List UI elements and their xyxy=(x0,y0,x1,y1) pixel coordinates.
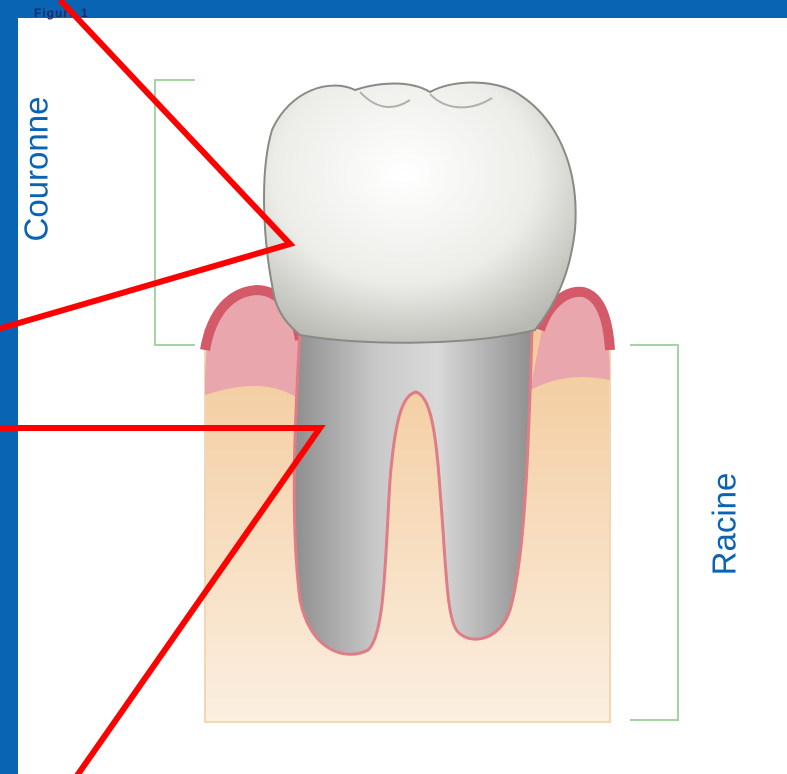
root-label: Racine xyxy=(705,473,743,576)
tooth-crown xyxy=(264,83,576,343)
crown-label: Couronne xyxy=(17,97,55,242)
root-bracket xyxy=(630,345,678,720)
